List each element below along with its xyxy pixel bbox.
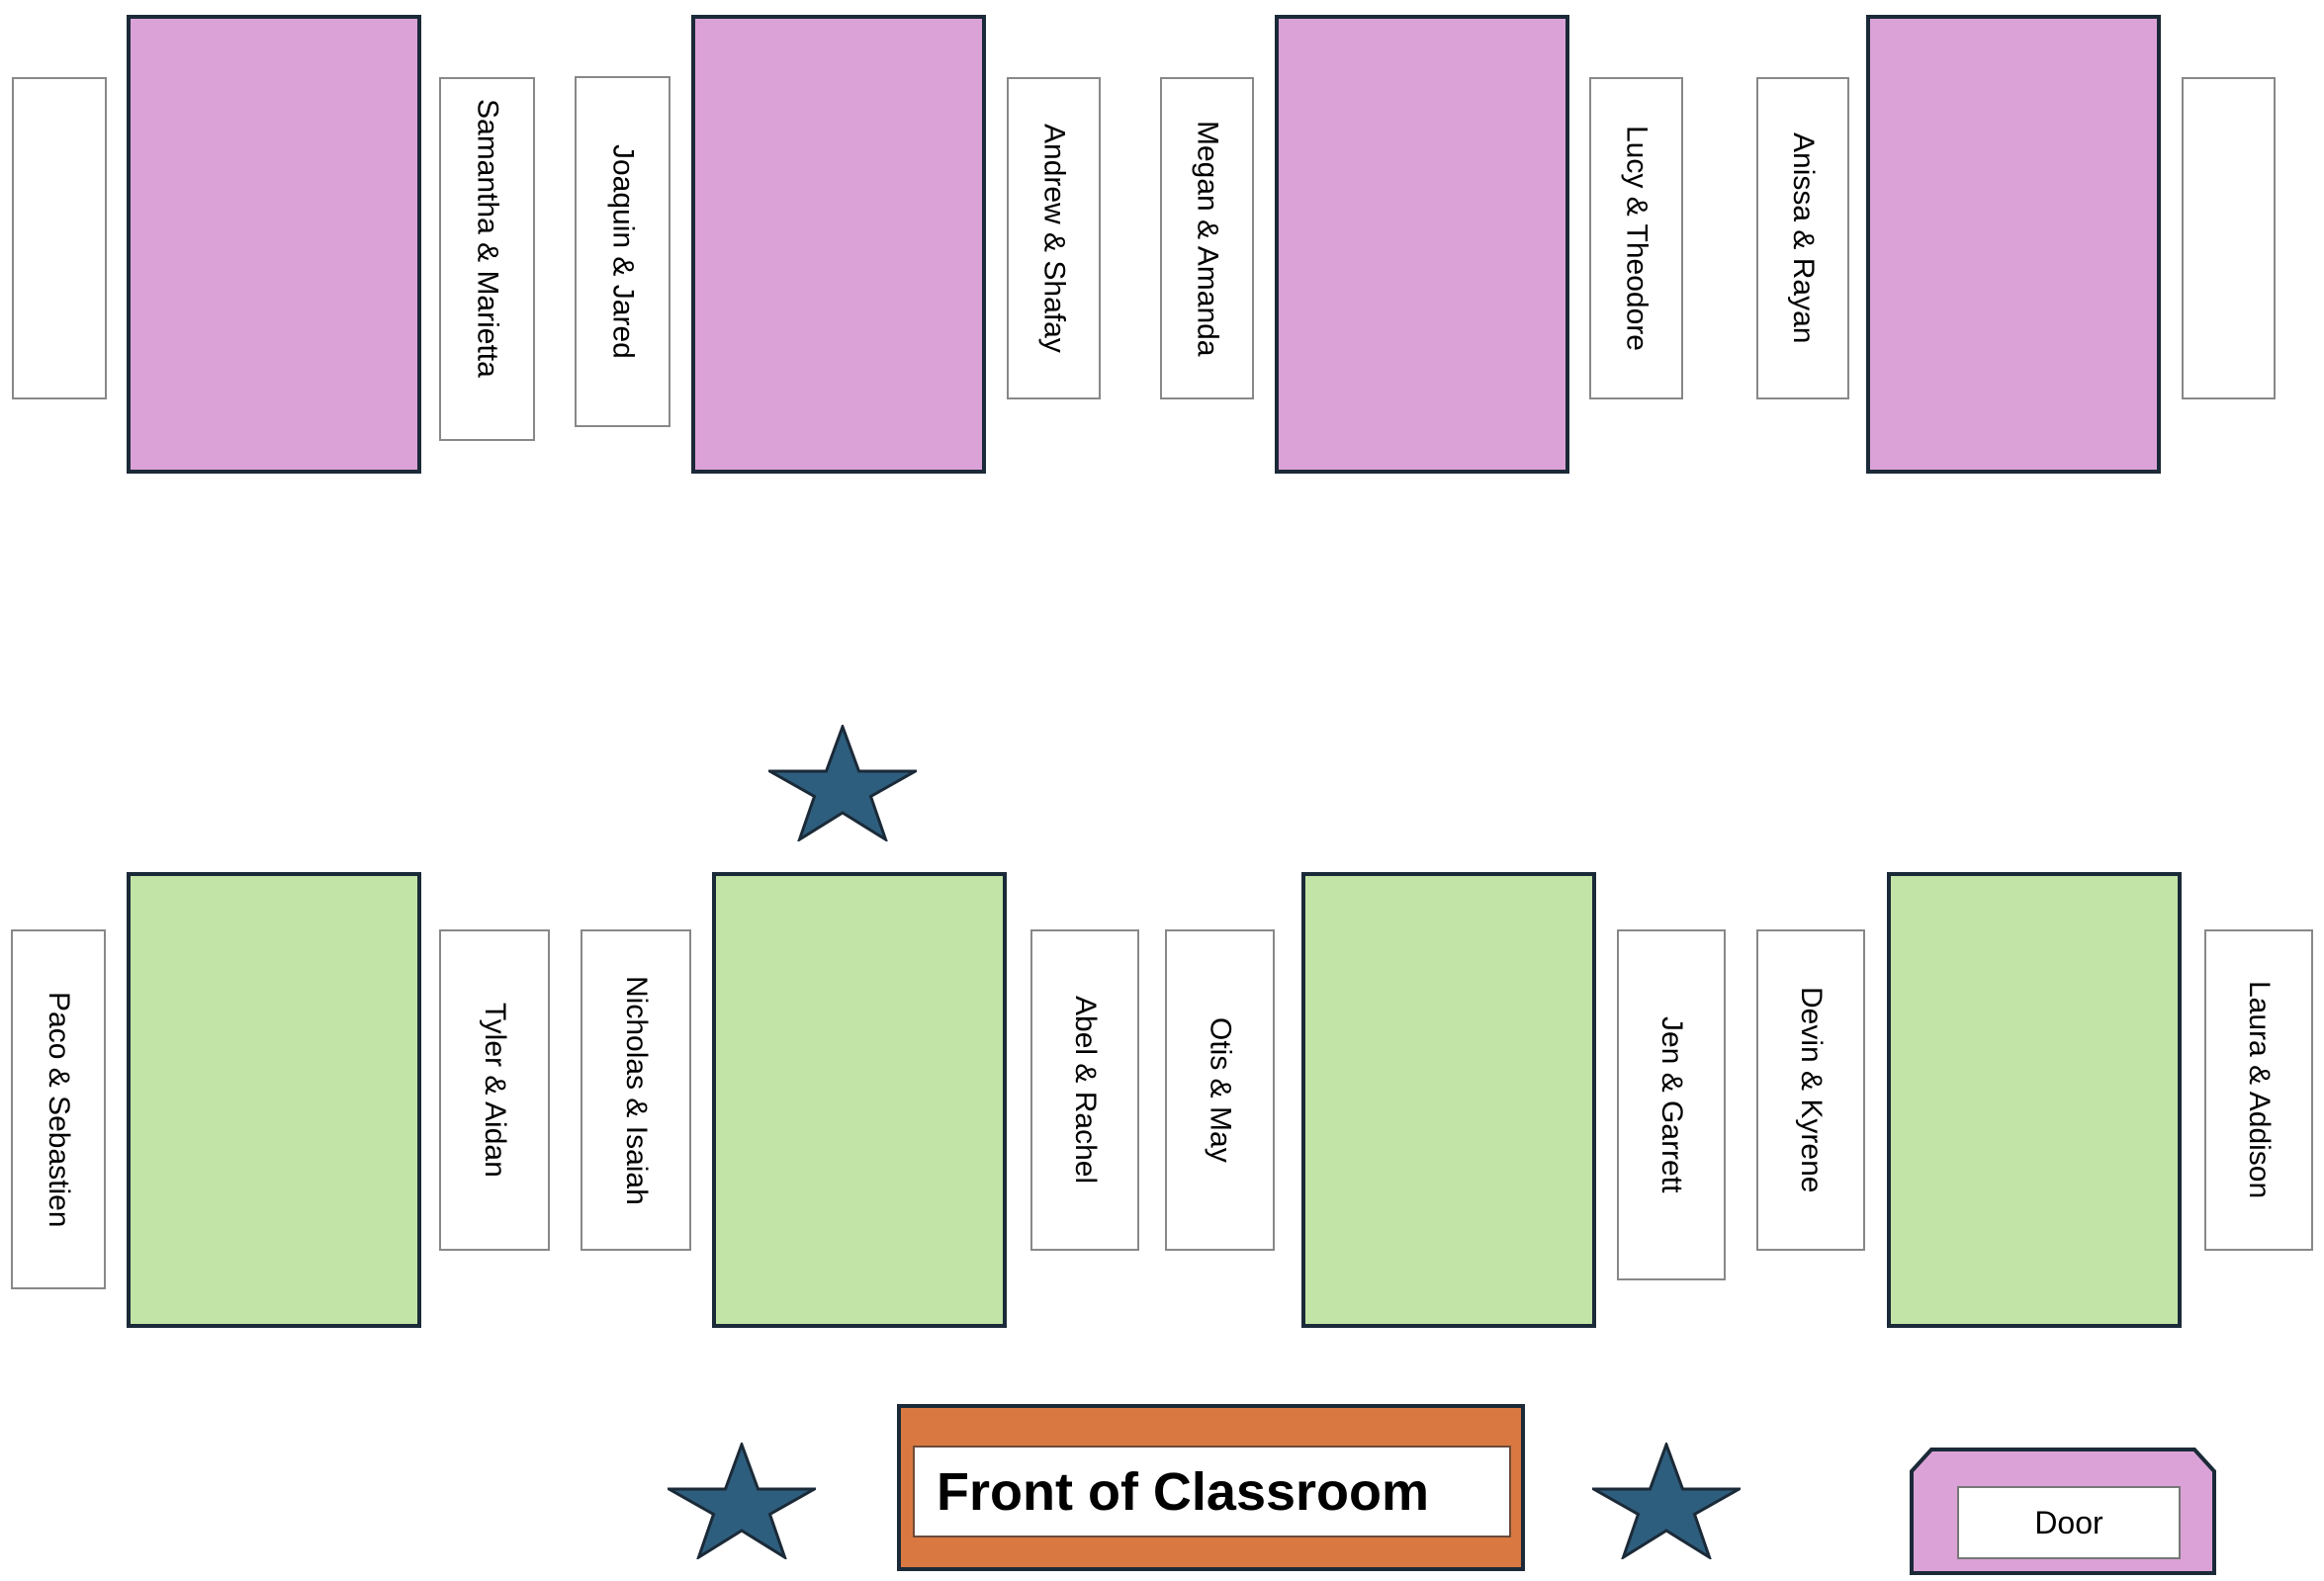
name-card: Anissa & Rayan xyxy=(1756,77,1849,399)
name-card: Megan & Amanda xyxy=(1160,77,1254,399)
front-of-classroom-label-box: Front of Classroom xyxy=(913,1446,1511,1537)
name-card-label: Megan & Amanda xyxy=(1191,120,1224,357)
name-card-empty xyxy=(2182,77,2276,399)
name-card: Otis & May xyxy=(1165,929,1275,1251)
name-card-label: Tyler & Aidan xyxy=(479,1003,511,1178)
name-card: Andrew & Shafay xyxy=(1007,77,1101,399)
name-card: Devin & Kyrene xyxy=(1756,929,1865,1251)
name-card-label: Paco & Sebastien xyxy=(43,991,75,1228)
door-label: Door xyxy=(2034,1504,2103,1540)
front-table-2 xyxy=(712,872,1007,1328)
front-of-classroom-board: Front of Classroom xyxy=(897,1404,1525,1571)
name-card-label: Jen & Garrett xyxy=(1655,1016,1688,1193)
name-card-label: Otis & May xyxy=(1204,1017,1237,1163)
name-card-label: Anissa & Rayan xyxy=(1787,132,1820,344)
back-table-4 xyxy=(1866,15,2161,474)
front-of-classroom-label: Front of Classroom xyxy=(937,1461,1430,1522)
name-card-empty xyxy=(12,77,107,399)
door: Door xyxy=(1910,1448,2216,1575)
name-card-label: Samantha & Marietta xyxy=(471,99,504,378)
name-card: Samantha & Marietta xyxy=(439,77,535,441)
name-card: Lucy & Theodore xyxy=(1589,77,1683,399)
door-label-box: Door xyxy=(1957,1486,2181,1559)
name-card-label: Lucy & Theodore xyxy=(1620,126,1654,351)
front-table-3 xyxy=(1301,872,1596,1328)
back-table-2 xyxy=(691,15,986,474)
name-card: Nicholas & Isaiah xyxy=(581,929,691,1251)
name-card-label: Devin & Kyrene xyxy=(1795,987,1828,1193)
name-card-label: Nicholas & Isaiah xyxy=(620,975,653,1205)
star-icon xyxy=(668,1443,816,1559)
star-icon xyxy=(768,725,917,841)
name-card: Laura & Addison xyxy=(2204,929,2313,1251)
front-table-4 xyxy=(1887,872,2182,1328)
name-card-label: Abel & Rachel xyxy=(1069,996,1102,1185)
star-icon xyxy=(1592,1443,1741,1559)
name-card-label: Joaquin & Jared xyxy=(606,144,640,359)
name-card: Abel & Rachel xyxy=(1030,929,1139,1251)
front-table-1 xyxy=(127,872,421,1328)
name-card-label: Laura & Addison xyxy=(2243,981,2276,1199)
name-card: Paco & Sebastien xyxy=(11,929,106,1289)
name-card-label: Andrew & Shafay xyxy=(1037,124,1071,353)
name-card: Jen & Garrett xyxy=(1617,929,1726,1280)
back-table-3 xyxy=(1275,15,1569,474)
back-table-1 xyxy=(127,15,421,474)
name-card: Joaquin & Jared xyxy=(575,76,670,427)
name-card: Tyler & Aidan xyxy=(439,929,550,1251)
